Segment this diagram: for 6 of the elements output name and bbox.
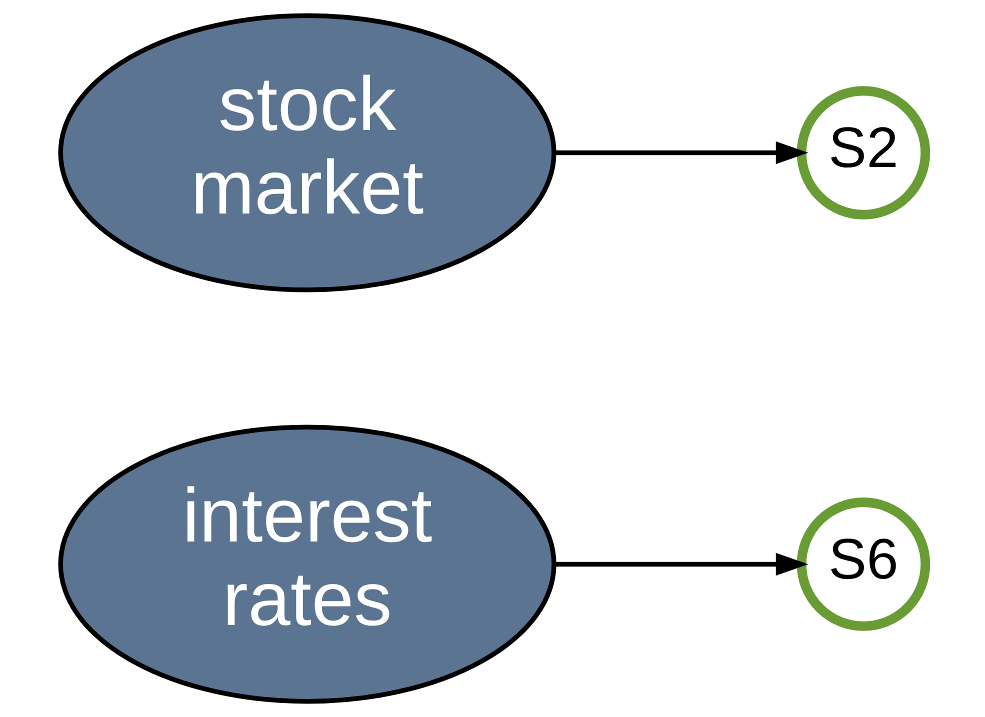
arrow: [554, 552, 808, 576]
node-circle: S2: [796, 86, 930, 220]
node-ellipse: stock market: [58, 13, 556, 292]
node-ellipse: interest rates: [58, 424, 556, 704]
arrow: [554, 141, 808, 164]
node-circle: S6: [796, 498, 930, 631]
